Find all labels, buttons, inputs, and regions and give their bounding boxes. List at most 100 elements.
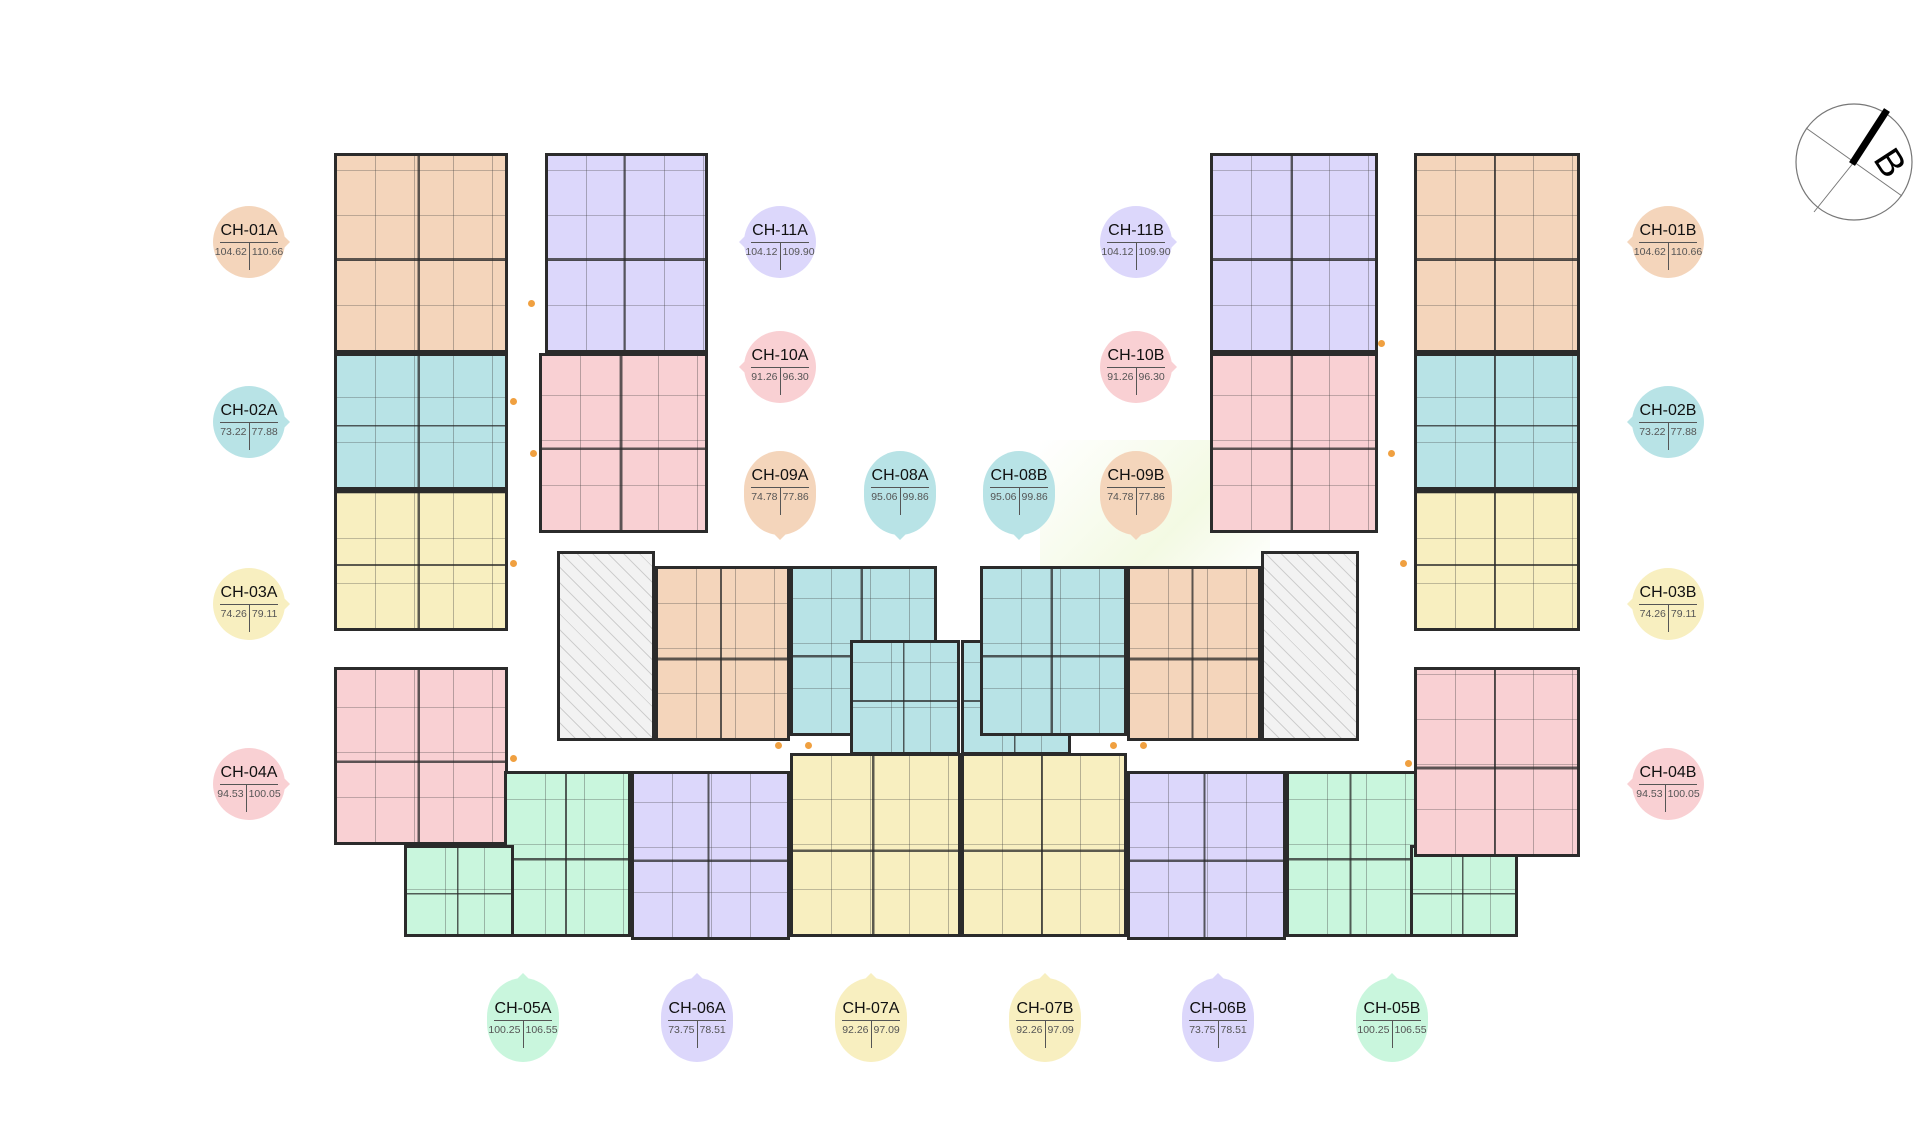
area-1: 94.53: [215, 785, 247, 812]
unit-plan-ch-01b[interactable]: [1414, 153, 1580, 353]
corridor-light: [510, 560, 517, 567]
area-1: 73.22: [1637, 423, 1669, 450]
area-2: 110.66: [251, 246, 284, 258]
unit-plan-ch-09b[interactable]: [1127, 566, 1261, 741]
area-1: 95.06: [988, 488, 1020, 515]
area-2: 96.30: [1138, 371, 1165, 383]
unit-plan-ch-01a[interactable]: [334, 153, 508, 353]
corridor-light: [805, 742, 812, 749]
unit-plan-ch-02a[interactable]: [334, 353, 508, 490]
unit-plan-ch-10b[interactable]: [1210, 353, 1378, 533]
unit-code: CH-04A: [220, 764, 278, 785]
unit-code: CH-02A: [220, 402, 278, 423]
area-1: 74.26: [1638, 605, 1669, 632]
unit-plan-ch-05b[interactable]: [1286, 771, 1418, 937]
area-1: 74.78: [749, 488, 781, 515]
unit-code: CH-06A: [668, 1000, 726, 1021]
unit-code: CH-08A: [871, 467, 929, 488]
unit-code: CH-04B: [1639, 764, 1697, 785]
unit-plan-ch-06b[interactable]: [1127, 771, 1286, 940]
unit-plan-ch-09a[interactable]: [655, 566, 790, 741]
unit-code: CH-10A: [751, 347, 809, 368]
area-1: 104.62: [1632, 243, 1669, 270]
area-1: 74.26: [219, 605, 250, 632]
corridor-light: [510, 755, 517, 762]
unit-code: CH-10B: [1107, 347, 1165, 368]
area-2: 97.09: [1047, 1024, 1074, 1036]
unit-plan-ch-10a[interactable]: [539, 353, 708, 533]
unit-plan-ch-03b[interactable]: [1414, 490, 1580, 631]
unit-plan-ch-11b[interactable]: [1210, 153, 1378, 353]
unit-code: CH-05B: [1363, 1000, 1421, 1021]
block-compass-icon: B: [1795, 103, 1914, 221]
corridor-light: [1110, 742, 1117, 749]
unit-plan-ch-02b[interactable]: [1414, 353, 1580, 490]
area-1: 73.75: [666, 1021, 698, 1048]
area-1: 104.12: [1099, 243, 1137, 270]
block-label: B: [1865, 141, 1914, 185]
corridor-light: [1405, 760, 1412, 767]
unit-code: CH-09A: [751, 467, 809, 488]
core-left: [557, 551, 655, 741]
unit-plan-ch-04a[interactable]: [334, 667, 508, 845]
area-1: 100.25: [486, 1021, 524, 1048]
area-2: 78.51: [1220, 1024, 1247, 1036]
unit-code: CH-03B: [1639, 584, 1697, 605]
area-2: 100.05: [1667, 788, 1700, 800]
corridor-light: [775, 742, 782, 749]
unit-code: CH-03A: [220, 584, 278, 605]
unit-code: CH-06B: [1189, 1000, 1247, 1021]
corridor-light: [1378, 340, 1385, 347]
area-1: 73.75: [1187, 1021, 1219, 1048]
corridor-light: [530, 450, 537, 457]
corridor-light: [1400, 560, 1407, 567]
unit-plan-ch-08b[interactable]: [980, 566, 1127, 736]
area-2: 110.66: [1670, 246, 1703, 258]
unit-plan-ch-11a[interactable]: [545, 153, 708, 353]
area-2: 106.55: [525, 1024, 558, 1036]
area-2: 77.88: [1670, 426, 1697, 438]
core-right: [1261, 551, 1359, 741]
area-2: 97.09: [873, 1024, 900, 1036]
unit-plan-ch-06a[interactable]: [631, 771, 790, 940]
area-1: 104.12: [743, 243, 781, 270]
unit-plan-ch-07a[interactable]: [790, 753, 961, 937]
corridor-light: [1140, 742, 1147, 749]
unit-plan-ch-03a[interactable]: [334, 490, 508, 631]
unit-plan-ch-04b[interactable]: [1414, 667, 1580, 857]
unit-plan-ch-05a[interactable]: [504, 771, 631, 937]
unit-code: CH-11A: [751, 222, 809, 243]
unit-code: CH-08B: [990, 467, 1048, 488]
area-2: 99.86: [902, 491, 929, 503]
unit-plan-ch-05b-wing: [1410, 845, 1518, 937]
unit-code: CH-05A: [494, 1000, 552, 1021]
area-2: 78.51: [699, 1024, 726, 1036]
area-1: 92.26: [840, 1021, 872, 1048]
unit-plan-ch-07b[interactable]: [961, 753, 1127, 937]
area-2: 77.86: [1138, 491, 1165, 503]
area-1: 95.06: [869, 488, 901, 515]
unit-code: CH-09B: [1107, 467, 1165, 488]
